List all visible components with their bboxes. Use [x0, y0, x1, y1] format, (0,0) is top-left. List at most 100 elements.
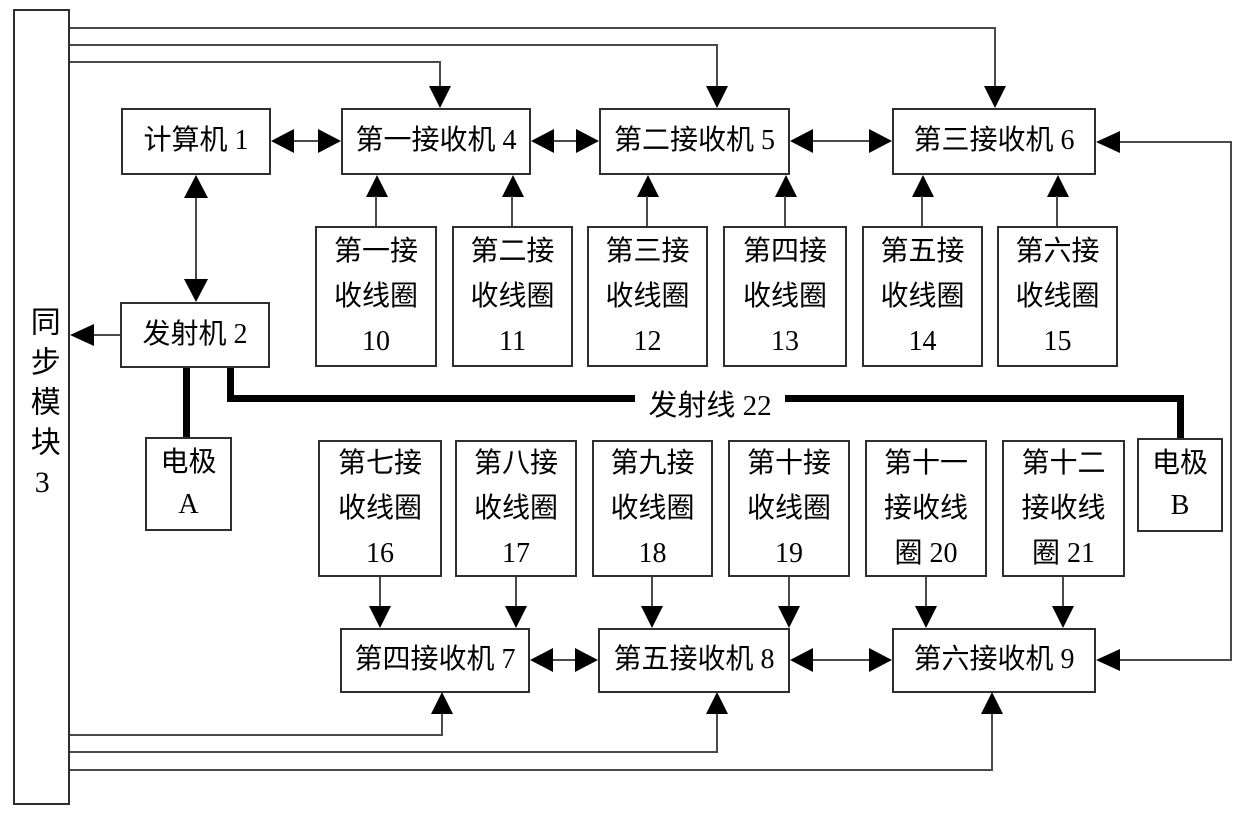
line-sync-to-receiver6-h: [70, 27, 996, 29]
coil-15-line2: 收线圈: [1015, 281, 1100, 312]
coil-19-line1: 第十接: [746, 448, 831, 479]
electrode-b-line2: B: [1170, 490, 1190, 521]
arrow-receiver4-receiver5: [531, 129, 599, 153]
line-coil14-up: [921, 196, 923, 226]
line-right-connector-top-h: [1118, 141, 1232, 143]
coil-12-line1: 第三接: [605, 236, 690, 267]
line-sync-to-receiver6-v: [994, 27, 996, 88]
coil-20-line1: 第十一: [883, 448, 968, 479]
arrowhead-into-receiver6-top: [984, 86, 1006, 108]
arrowhead-coil13-to-receiver5: [775, 175, 797, 197]
arrowhead-coil21-to-receiver9: [1052, 606, 1074, 628]
coil-13-line2: 收线圈: [742, 281, 827, 312]
receiver-6-box: 第三接收机 6: [892, 108, 1096, 175]
electrode-b-box: 电极 B: [1137, 438, 1223, 532]
coil-13-box: 第四接 收线圈 13: [723, 226, 847, 367]
line-coil15-up: [1056, 196, 1058, 226]
coil-15-number: 15: [1043, 326, 1072, 357]
coil-16-box: 第七接 收线圈 16: [318, 440, 442, 577]
coil-18-number: 18: [638, 538, 667, 569]
electrode-a-box: 电极 A: [145, 437, 232, 531]
line-right-connector-v: [1230, 141, 1232, 661]
coil-19-line2: 收线圈: [746, 493, 831, 524]
receiver-4-box: 第一接收机 4: [341, 108, 531, 175]
coil-18-line1: 第九接: [610, 448, 695, 479]
computer-box: 计算机 1: [121, 108, 271, 175]
coil-16-line2: 收线圈: [337, 493, 422, 524]
electrode-a-line2: A: [178, 489, 199, 520]
right-arrowhead-icon: [575, 648, 598, 672]
coil-21-line2: 接收线: [1021, 493, 1106, 524]
coil-12-line2: 收线圈: [605, 281, 690, 312]
line-right-connector-bottom-h: [1118, 659, 1232, 661]
coil-13-number: 13: [771, 326, 799, 357]
receiver-5-box: 第二接收机 5: [599, 108, 790, 175]
line-sync-to-receiver9-v: [991, 713, 993, 771]
line-coil20-down: [925, 577, 927, 607]
thick-line-down-to-electrode-b: [1177, 395, 1184, 438]
line-coil19-down: [788, 577, 790, 607]
arrowhead-coil10-to-receiver4: [366, 175, 388, 197]
coil-20-box: 第十一 接收线 圈 20: [865, 440, 987, 577]
transmitter-label: 发射机 2: [142, 318, 248, 350]
receiver-5-label: 第二接收机 5: [613, 125, 775, 157]
electrode-a-line1: 电极: [160, 447, 217, 478]
coil-14-line2: 收线圈: [880, 281, 965, 312]
arrow-computer-transmitter: [184, 175, 208, 302]
electrode-b-line1: 电极: [1151, 448, 1208, 479]
line-sync-to-receiver4-v: [439, 61, 441, 88]
line-sync-to-receiver7-h: [70, 734, 443, 736]
left-arrowhead-icon: [790, 129, 813, 153]
coil-10-number: 10: [362, 326, 390, 357]
coil-14-box: 第五接 收线圈 14: [862, 226, 983, 367]
coil-16-line1: 第七接: [337, 448, 422, 479]
coil-20-number: 圈 20: [894, 538, 958, 569]
coil-17-line1: 第八接: [473, 448, 558, 479]
transmitter-box: 发射机 2: [120, 302, 270, 368]
arrow-receiver8-receiver9: [790, 648, 892, 672]
arrowhead-coil17-to-receiver7: [505, 606, 527, 628]
line-coil21-down: [1062, 577, 1064, 607]
coil-14-line1: 第五接: [880, 236, 965, 267]
thick-transmit-line-right-segment: [785, 395, 1184, 402]
arrowhead-coil19-to-receiver8: [778, 606, 800, 628]
line-sync-to-receiver5-h: [70, 44, 718, 46]
coil-10-box: 第一接 收线圈 10: [315, 226, 437, 367]
arrowhead-coil18-to-receiver8: [641, 606, 663, 628]
thick-transmit-line-left-segment: [227, 395, 635, 402]
up-arrowhead-icon: [184, 175, 208, 198]
line-coil13-up: [784, 196, 786, 226]
coil-11-line2: 收线圈: [470, 281, 555, 312]
arrowhead-into-receiver4-top: [429, 86, 451, 108]
sync-module-label: 同步模块3: [25, 305, 59, 509]
arrow-computer-receiver4: [271, 129, 341, 153]
coil-12-box: 第三接 收线圈 12: [587, 226, 708, 367]
coil-13-line1: 第四接: [742, 236, 827, 267]
coil-20-line2: 接收线: [883, 493, 968, 524]
arrowhead-into-receiver5-top: [706, 86, 728, 108]
left-arrowhead-icon: [531, 129, 554, 153]
right-arrowhead-icon: [576, 129, 599, 153]
arrowhead-coil12-to-receiver5: [637, 175, 659, 197]
arrow-receiver5-receiver6: [790, 129, 892, 153]
coil-15-line1: 第六接: [1015, 236, 1100, 267]
coil-21-box: 第十二 接收线 圈 21: [1002, 440, 1125, 577]
arrow-receiver7-receiver8: [530, 648, 598, 672]
coil-15-box: 第六接 收线圈 15: [997, 226, 1118, 367]
line-coil12-up: [646, 196, 648, 226]
line-coil17-down: [515, 577, 517, 607]
coil-21-line1: 第十二: [1021, 448, 1106, 479]
thick-line-transmitter-to-electrode-a: [183, 368, 190, 437]
down-arrowhead-icon: [184, 279, 208, 302]
line-sync-to-receiver9-h: [70, 769, 993, 771]
receiver-9-label: 第六接收机 9: [913, 644, 1075, 676]
receiver-7-label: 第四接收机 7: [354, 644, 516, 676]
coil-21-number: 圈 21: [1031, 538, 1095, 569]
receiver-9-box: 第六接收机 9: [892, 628, 1096, 693]
coil-14-number: 14: [908, 326, 937, 357]
right-arrowhead-icon: [869, 648, 892, 672]
coil-19-box: 第十接 收线圈 19: [728, 440, 850, 577]
arrowhead-transmitter-to-sync: [70, 324, 94, 346]
line-sync-to-receiver8-h: [70, 751, 718, 753]
